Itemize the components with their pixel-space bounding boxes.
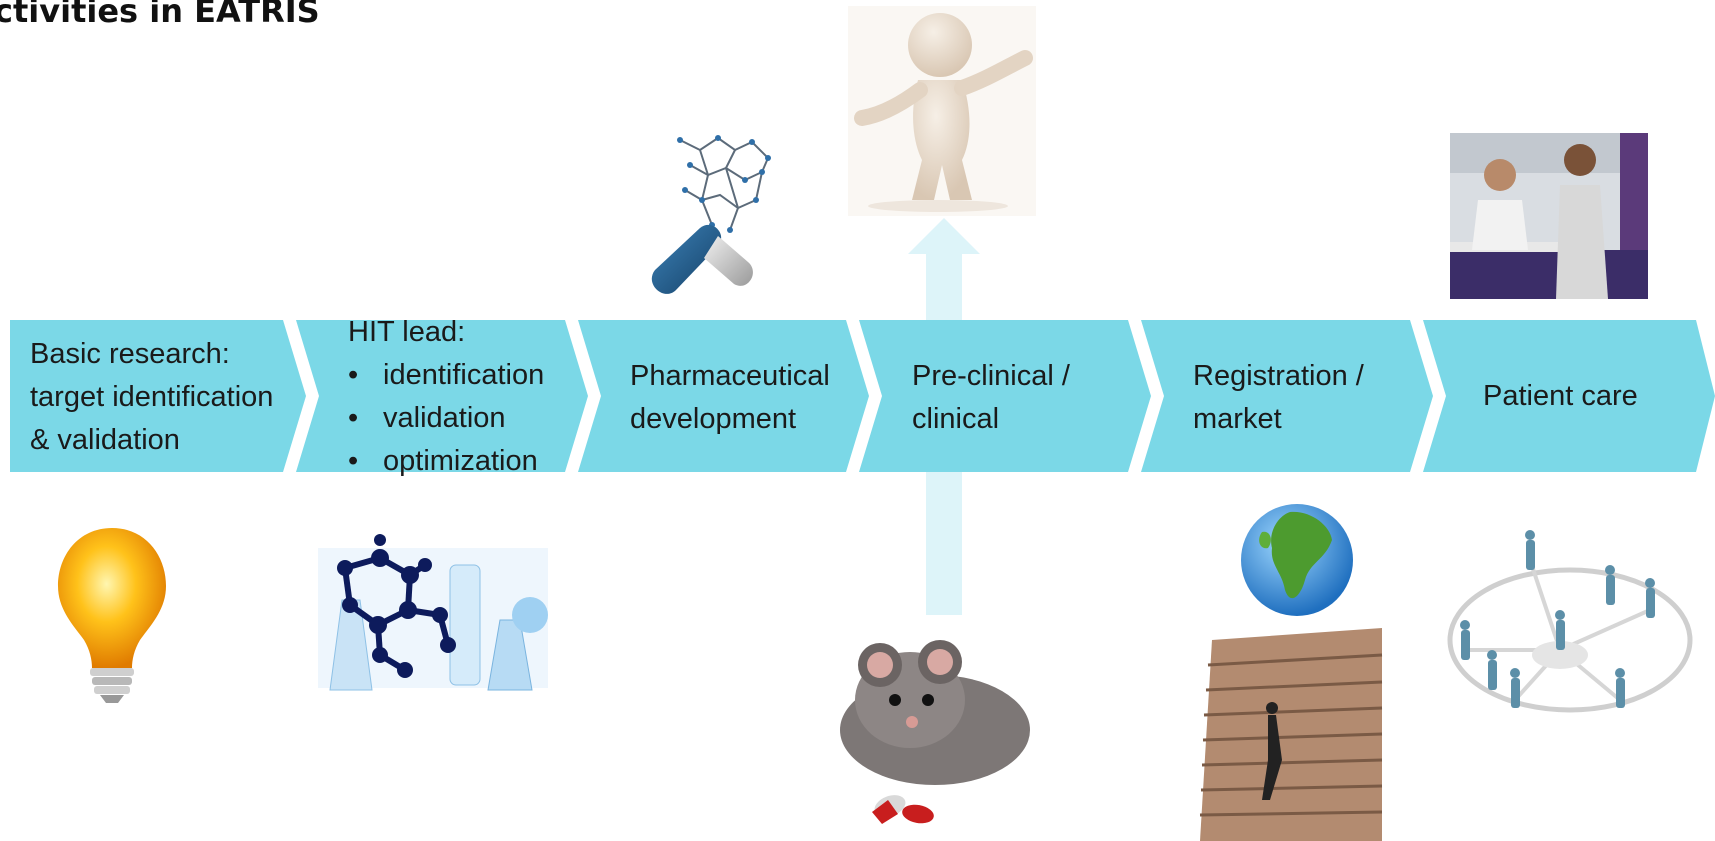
stage-registration-line-1: Registration / [1193,360,1364,392]
stage-preclinical-label: Pre-clinical / clinical [912,355,1070,441]
stage-patient-care-label: Patient care [1483,375,1638,418]
chevron-pharmaceutical [578,320,869,472]
molecule-capsule-picture [651,135,771,294]
stage-hit-lead-bullets: identification validation optimization [348,354,544,483]
3d-figure-person-picture [848,6,1036,216]
stage-preclinical-line-2: clinical [912,403,1000,435]
stage-registration-line-2: market [1193,403,1282,435]
stage-basic-research-label: Basic research: target identification & … [30,333,273,462]
lightbulb-picture [58,528,166,703]
stage-registration-label: Registration / market [1193,355,1364,441]
stage-patient-care-line-1: Patient care [1483,380,1638,412]
stage-pharmaceutical-line-1: Pharmaceutical [630,360,830,392]
stage-pharmaceutical-label: Pharmaceutical development [630,355,830,441]
stage-hit-lead-heading: HIT lead: [348,316,466,348]
chevron-basic-research [10,320,306,472]
bullet-validation: validation [348,397,544,440]
chevron-preclinical [859,320,1151,472]
stage-basic-research-line-3: & validation [30,424,180,456]
stage-hit-lead-label: HIT lead: identification validation opti… [348,311,544,483]
molecule-lab-glassware-picture [318,534,548,691]
chevron-patient-care [1423,320,1715,472]
globe-picture [1241,504,1353,616]
paper-stack-climber-picture [1199,628,1383,841]
bullet-identification: identification [348,354,544,397]
stage-pharmaceutical-line-2: development [630,403,797,435]
bullet-optimization: optimization [348,440,544,483]
chevron-registration [1141,320,1433,472]
care-network-people-picture [1447,530,1693,713]
stage-basic-research-line-1: Basic research: [30,338,230,370]
slide-title: ctivities in EATRIS [0,0,320,30]
stage-preclinical-line-1: Pre-clinical / [912,360,1070,392]
pharmacy-counter-photo [1450,133,1648,299]
stage-basic-research-line-2: target identification [30,381,274,413]
lab-mouse-with-pill-picture [840,640,1030,824]
